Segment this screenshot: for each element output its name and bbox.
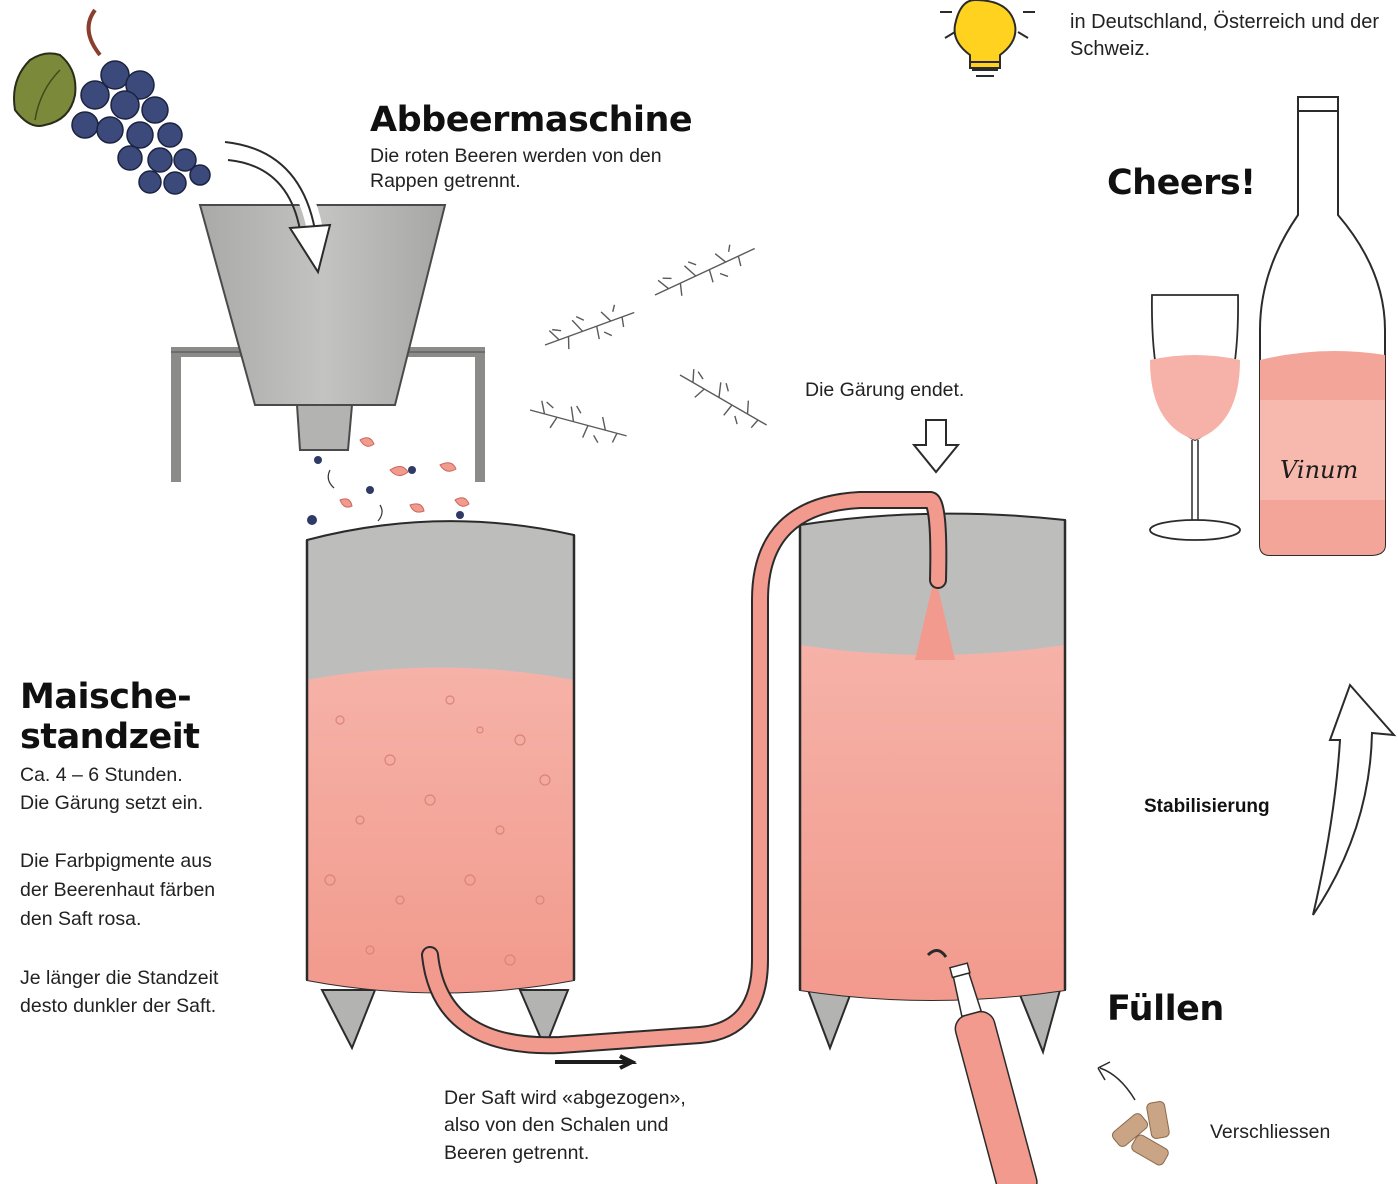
stabilisation-label: Stabilisierung bbox=[1144, 796, 1270, 818]
cheers-title: Cheers! bbox=[1107, 164, 1256, 202]
maische-dark-1: Je länger die Standzeit bbox=[20, 966, 218, 991]
cork-icons bbox=[1110, 1101, 1170, 1167]
racking-text-2: also von den Schalen und bbox=[444, 1113, 668, 1138]
maische-dark-2: desto dunkler der Saft. bbox=[20, 994, 216, 1019]
fermentation-tank bbox=[800, 514, 1065, 1052]
close-arrow-icon bbox=[1098, 1062, 1135, 1100]
fermentation-end-text: Die Gärung endet. bbox=[805, 378, 964, 403]
closing-label: Verschliessen bbox=[1210, 1120, 1330, 1145]
grape-stems bbox=[526, 234, 774, 449]
maische-color-3: den Saft rosa. bbox=[20, 907, 141, 932]
wine-glass bbox=[1150, 295, 1240, 540]
racking-text-3: Beeren getrennt. bbox=[444, 1141, 589, 1166]
maische-title-2: standzeit bbox=[20, 718, 200, 756]
abbeer-description: Die roten Beeren werden von den Rappen g… bbox=[370, 144, 680, 194]
maische-ferment: Die Gärung setzt ein. bbox=[20, 791, 203, 816]
filling-title: Füllen bbox=[1107, 990, 1224, 1028]
abbeer-title: Abbeermaschine bbox=[370, 101, 692, 139]
racking-text-1: Der Saft wird «abgezogen», bbox=[444, 1086, 686, 1111]
bottle-label: Vinum bbox=[1280, 456, 1358, 484]
lightbulb-icon bbox=[940, 0, 1035, 76]
maische-title-1: Maische- bbox=[20, 678, 191, 716]
down-arrow-icon bbox=[914, 420, 958, 472]
stabilisation-arrow-icon bbox=[1313, 685, 1394, 915]
grape-cluster bbox=[14, 10, 210, 194]
maische-color-2: der Beerenhaut färben bbox=[20, 878, 215, 903]
flow-arrow-icon bbox=[555, 1056, 632, 1068]
tip-text: in Deutschland, Österreich und der Schwe… bbox=[1070, 9, 1390, 63]
maische-color-1: Die Farbpigmente aus bbox=[20, 849, 212, 874]
wine-bottle bbox=[1260, 97, 1385, 555]
maische-duration: Ca. 4 – 6 Stunden. bbox=[20, 763, 183, 788]
